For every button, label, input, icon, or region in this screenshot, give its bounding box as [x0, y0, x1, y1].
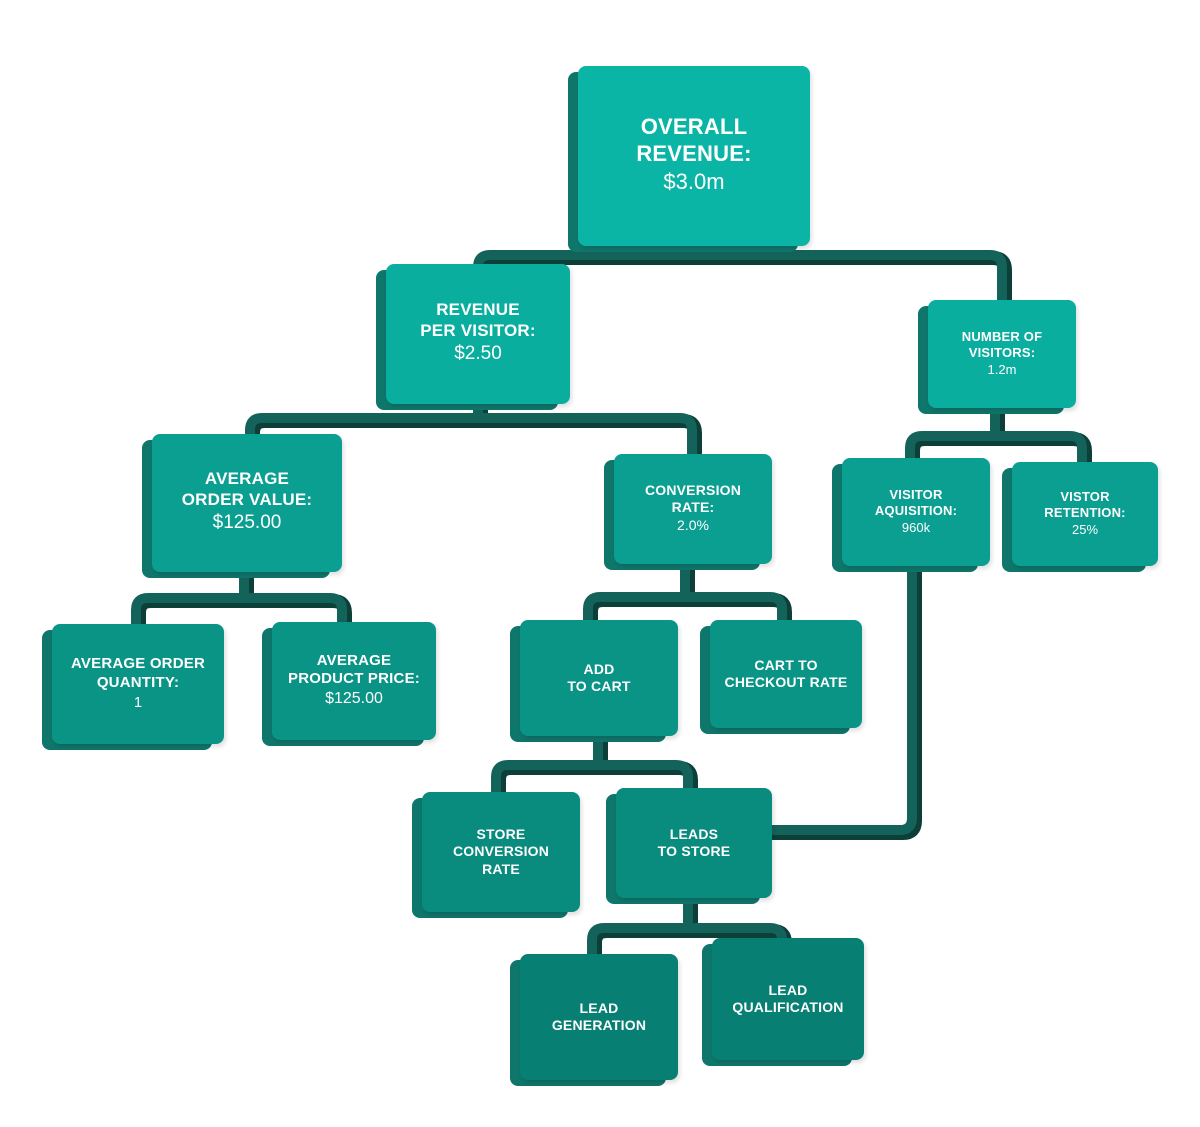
node-face: LEAD QUALIFICATION: [712, 938, 864, 1060]
node-title-line: OVERALL: [640, 113, 748, 139]
node-title-line: VISTOR: [1060, 489, 1110, 505]
node-title-line: STORE: [476, 826, 526, 843]
node-title-line: RATE: [482, 860, 520, 877]
node-face: CONVERSION RATE: 2.0%: [614, 454, 772, 564]
node-leads-to-store: LEADS TO STORE: [606, 788, 772, 904]
node-conversion-rate: CONVERSION RATE: 2.0%: [604, 454, 772, 570]
node-title-line: VISITOR: [889, 487, 943, 503]
node-face: ADD TO CART: [520, 620, 678, 736]
node-overall-revenue: OVERALL REVENUE: $3.0m: [568, 66, 810, 252]
node-face: OVERALL REVENUE: $3.0m: [578, 66, 810, 246]
node-visitor-acquisition: VISITOR AQUISITION: 960k: [832, 458, 990, 572]
node-average-order-quantity: AVERAGE ORDER QUANTITY: 1: [42, 624, 224, 750]
node-average-product-price: AVERAGE PRODUCT PRICE: $125.00: [262, 622, 436, 746]
node-revenue-per-visitor: REVENUE PER VISITOR: $2.50: [376, 264, 570, 410]
node-visitor-retention: VISTOR RETENTION: 25%: [1002, 462, 1158, 572]
node-title-line: ORDER VALUE:: [181, 489, 313, 509]
node-average-order-value: AVERAGE ORDER VALUE: $125.00: [142, 434, 342, 578]
node-title-line: QUANTITY:: [96, 673, 180, 691]
node-face: VISITOR AQUISITION: 960k: [842, 458, 990, 566]
node-title-line: CHECKOUT RATE: [724, 674, 848, 690]
node-title-line: AVERAGE ORDER: [70, 655, 205, 673]
node-face: AVERAGE ORDER QUANTITY: 1: [52, 624, 224, 744]
node-title-line: AVERAGE: [316, 651, 392, 669]
node-title-line: TO CART: [567, 678, 631, 694]
node-face: LEADS TO STORE: [616, 788, 772, 898]
node-title-line: CONVERSION: [644, 482, 742, 499]
node-title-line: VISITORS:: [968, 344, 1036, 360]
node-title-line: ADD: [583, 660, 615, 677]
node-title-line: NUMBER OF: [961, 329, 1043, 345]
node-value: 2.0%: [677, 517, 709, 534]
node-value: $2.50: [454, 343, 502, 365]
node-title-line: QUALIFICATION: [732, 999, 844, 1015]
node-title-line: AQUISITION:: [874, 502, 958, 518]
node-value: $125.00: [212, 512, 282, 534]
node-value: 1: [133, 693, 143, 711]
node-title-line: CART TO: [754, 656, 818, 673]
node-cart-to-checkout-rate: CART TO CHECKOUT RATE: [700, 620, 862, 734]
node-title-line: RATE:: [671, 499, 715, 516]
node-store-conversion-rate: STORE CONVERSION RATE: [412, 792, 580, 918]
node-title-line: LEADS: [669, 825, 719, 842]
node-face: VISTOR RETENTION: 25%: [1012, 462, 1158, 566]
node-title-line: REVENUE: [436, 299, 520, 319]
node-value: 25%: [1071, 521, 1099, 537]
node-face: AVERAGE PRODUCT PRICE: $125.00: [272, 622, 436, 740]
node-value: $125.00: [325, 690, 383, 708]
node-title-line: GENERATION: [551, 1017, 647, 1033]
node-title-line: LEAD: [579, 999, 619, 1016]
node-face: STORE CONVERSION RATE: [422, 792, 580, 912]
node-value: 1.2m: [987, 361, 1017, 377]
node-title-line: AVERAGE: [204, 468, 290, 488]
node-value: 960k: [901, 519, 931, 535]
node-value: $3.0m: [663, 169, 725, 195]
node-number-of-visitors: NUMBER OF VISITORS: 1.2m: [918, 300, 1076, 414]
node-add-to-cart: ADD TO CART: [510, 620, 678, 742]
node-face: CART TO CHECKOUT RATE: [710, 620, 862, 728]
node-face: AVERAGE ORDER VALUE: $125.00: [152, 434, 342, 572]
node-face: LEAD GENERATION: [520, 954, 678, 1080]
node-lead-generation: LEAD GENERATION: [510, 954, 678, 1086]
node-title-line: REVENUE:: [636, 140, 752, 166]
node-face: NUMBER OF VISITORS: 1.2m: [928, 300, 1076, 408]
node-face: REVENUE PER VISITOR: $2.50: [386, 264, 570, 404]
node-title-line: RETENTION:: [1044, 504, 1126, 520]
node-title-line: PRODUCT PRICE:: [288, 669, 420, 687]
node-title-line: PER VISITOR:: [420, 320, 536, 340]
node-title-line: TO STORE: [657, 843, 731, 859]
node-lead-qualification: LEAD QUALIFICATION: [702, 938, 864, 1066]
node-title-line: LEAD: [768, 981, 808, 998]
node-title-line: CONVERSION: [452, 843, 550, 860]
